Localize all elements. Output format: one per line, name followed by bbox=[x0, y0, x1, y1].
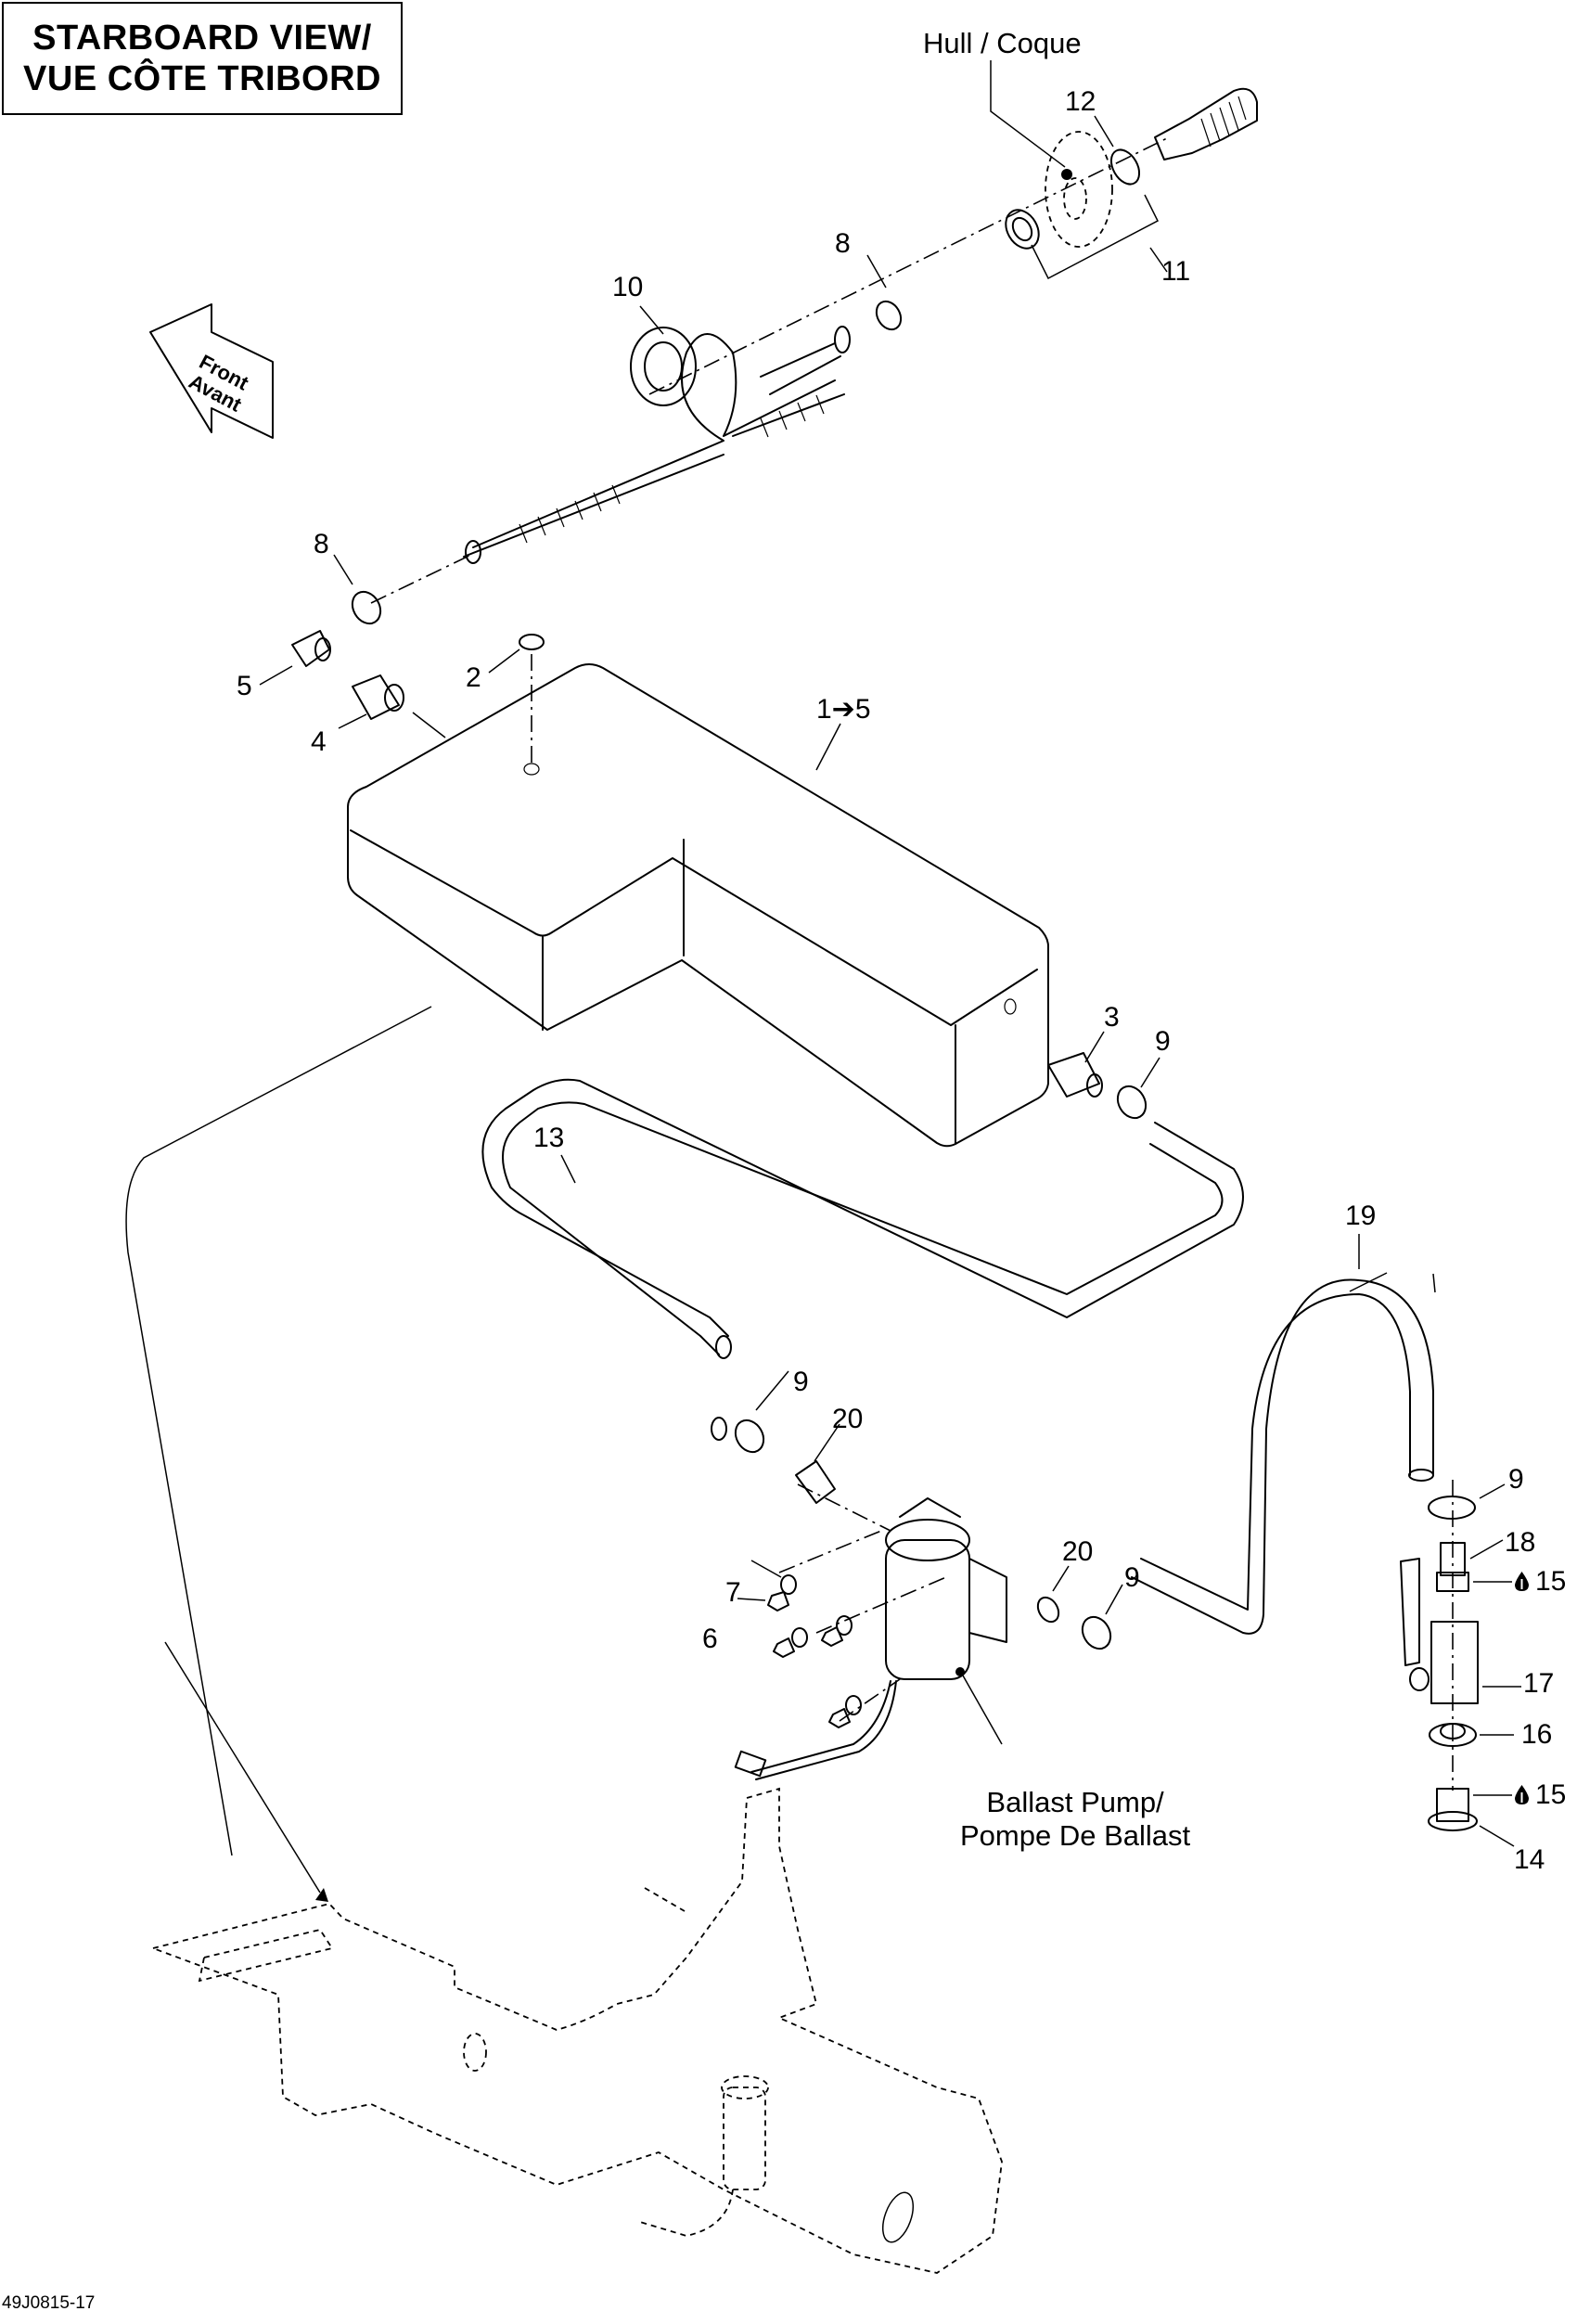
ballast-pump bbox=[711, 1370, 1123, 1780]
callout-17[interactable]: 17 bbox=[1523, 1668, 1555, 1699]
callout-6[interactable]: 6 bbox=[702, 1624, 718, 1654]
callout-15-lower[interactable]: 15 bbox=[1514, 1781, 1566, 1809]
callout-10[interactable]: 10 bbox=[612, 272, 644, 302]
drop-icon bbox=[1515, 1785, 1529, 1804]
callout-8-upper[interactable]: 8 bbox=[835, 228, 851, 259]
callout-9-valve[interactable]: 9 bbox=[1508, 1464, 1524, 1495]
front-direction-arrow bbox=[149, 303, 274, 439]
callout-9-tank[interactable]: 9 bbox=[1155, 1026, 1171, 1057]
drop-icon bbox=[1515, 1572, 1529, 1591]
view-title-line-2: VUE CÔTE TRIBORD bbox=[23, 59, 381, 98]
vent-hose-10 bbox=[333, 254, 903, 625]
callout-8-lower[interactable]: 8 bbox=[314, 529, 329, 559]
fittings-2-4-5 bbox=[259, 630, 545, 776]
ballast-pump-line-2: Pompe De Ballast bbox=[960, 1819, 1191, 1852]
callout-12[interactable]: 12 bbox=[1065, 86, 1096, 117]
callout-16[interactable]: 16 bbox=[1521, 1719, 1553, 1750]
figure-id: 49J0815-17 bbox=[2, 2293, 96, 2313]
hose-13 bbox=[481, 1078, 1244, 1359]
callout-3[interactable]: 3 bbox=[1104, 1002, 1120, 1033]
callout-7[interactable]: 7 bbox=[725, 1577, 741, 1608]
callout-1-to-5[interactable]: 1➔5 bbox=[816, 694, 871, 725]
ballast-pump-line-1: Ballast Pump/ bbox=[986, 1786, 1164, 1818]
hose-19 bbox=[1131, 1234, 1436, 1635]
hull-annotation: Hull / Coque bbox=[923, 27, 1082, 59]
drain-valve-assembly bbox=[1400, 1480, 1521, 1847]
ballast-pump-annotation: Ballast Pump/ Pompe De Ballast bbox=[960, 1786, 1190, 1853]
callout-9-pump-inlet[interactable]: 9 bbox=[793, 1367, 809, 1397]
callout-13[interactable]: 13 bbox=[533, 1123, 565, 1153]
view-title-line-1: STARBOARD VIEW/ bbox=[32, 19, 372, 58]
callout-14[interactable]: 14 bbox=[1514, 1844, 1545, 1875]
callout-19[interactable]: 19 bbox=[1345, 1201, 1377, 1231]
tank-outlet-fitting-3 bbox=[1047, 1031, 1160, 1120]
callout-20-inlet[interactable]: 20 bbox=[832, 1404, 864, 1434]
callout-15-upper-label: 15 bbox=[1535, 1566, 1567, 1597]
callout-18[interactable]: 18 bbox=[1505, 1527, 1536, 1558]
hull-fitting-assembly bbox=[648, 60, 1258, 395]
callout-2[interactable]: 2 bbox=[466, 662, 481, 693]
callout-11[interactable]: 11 bbox=[1161, 256, 1191, 287]
callout-20-outlet[interactable]: 20 bbox=[1062, 1536, 1094, 1567]
ballast-tank bbox=[347, 663, 1049, 1148]
hull-silhouette bbox=[125, 1006, 1003, 2274]
callout-15-upper[interactable]: 15 bbox=[1514, 1568, 1566, 1596]
callout-15-lower-label: 15 bbox=[1535, 1779, 1567, 1810]
callout-5[interactable]: 5 bbox=[237, 671, 252, 701]
callout-9-pump-outlet[interactable]: 9 bbox=[1124, 1562, 1140, 1593]
view-title-box: STARBOARD VIEW/ VUE CÔTE TRIBORD bbox=[2, 2, 403, 115]
callout-4[interactable]: 4 bbox=[311, 726, 327, 757]
